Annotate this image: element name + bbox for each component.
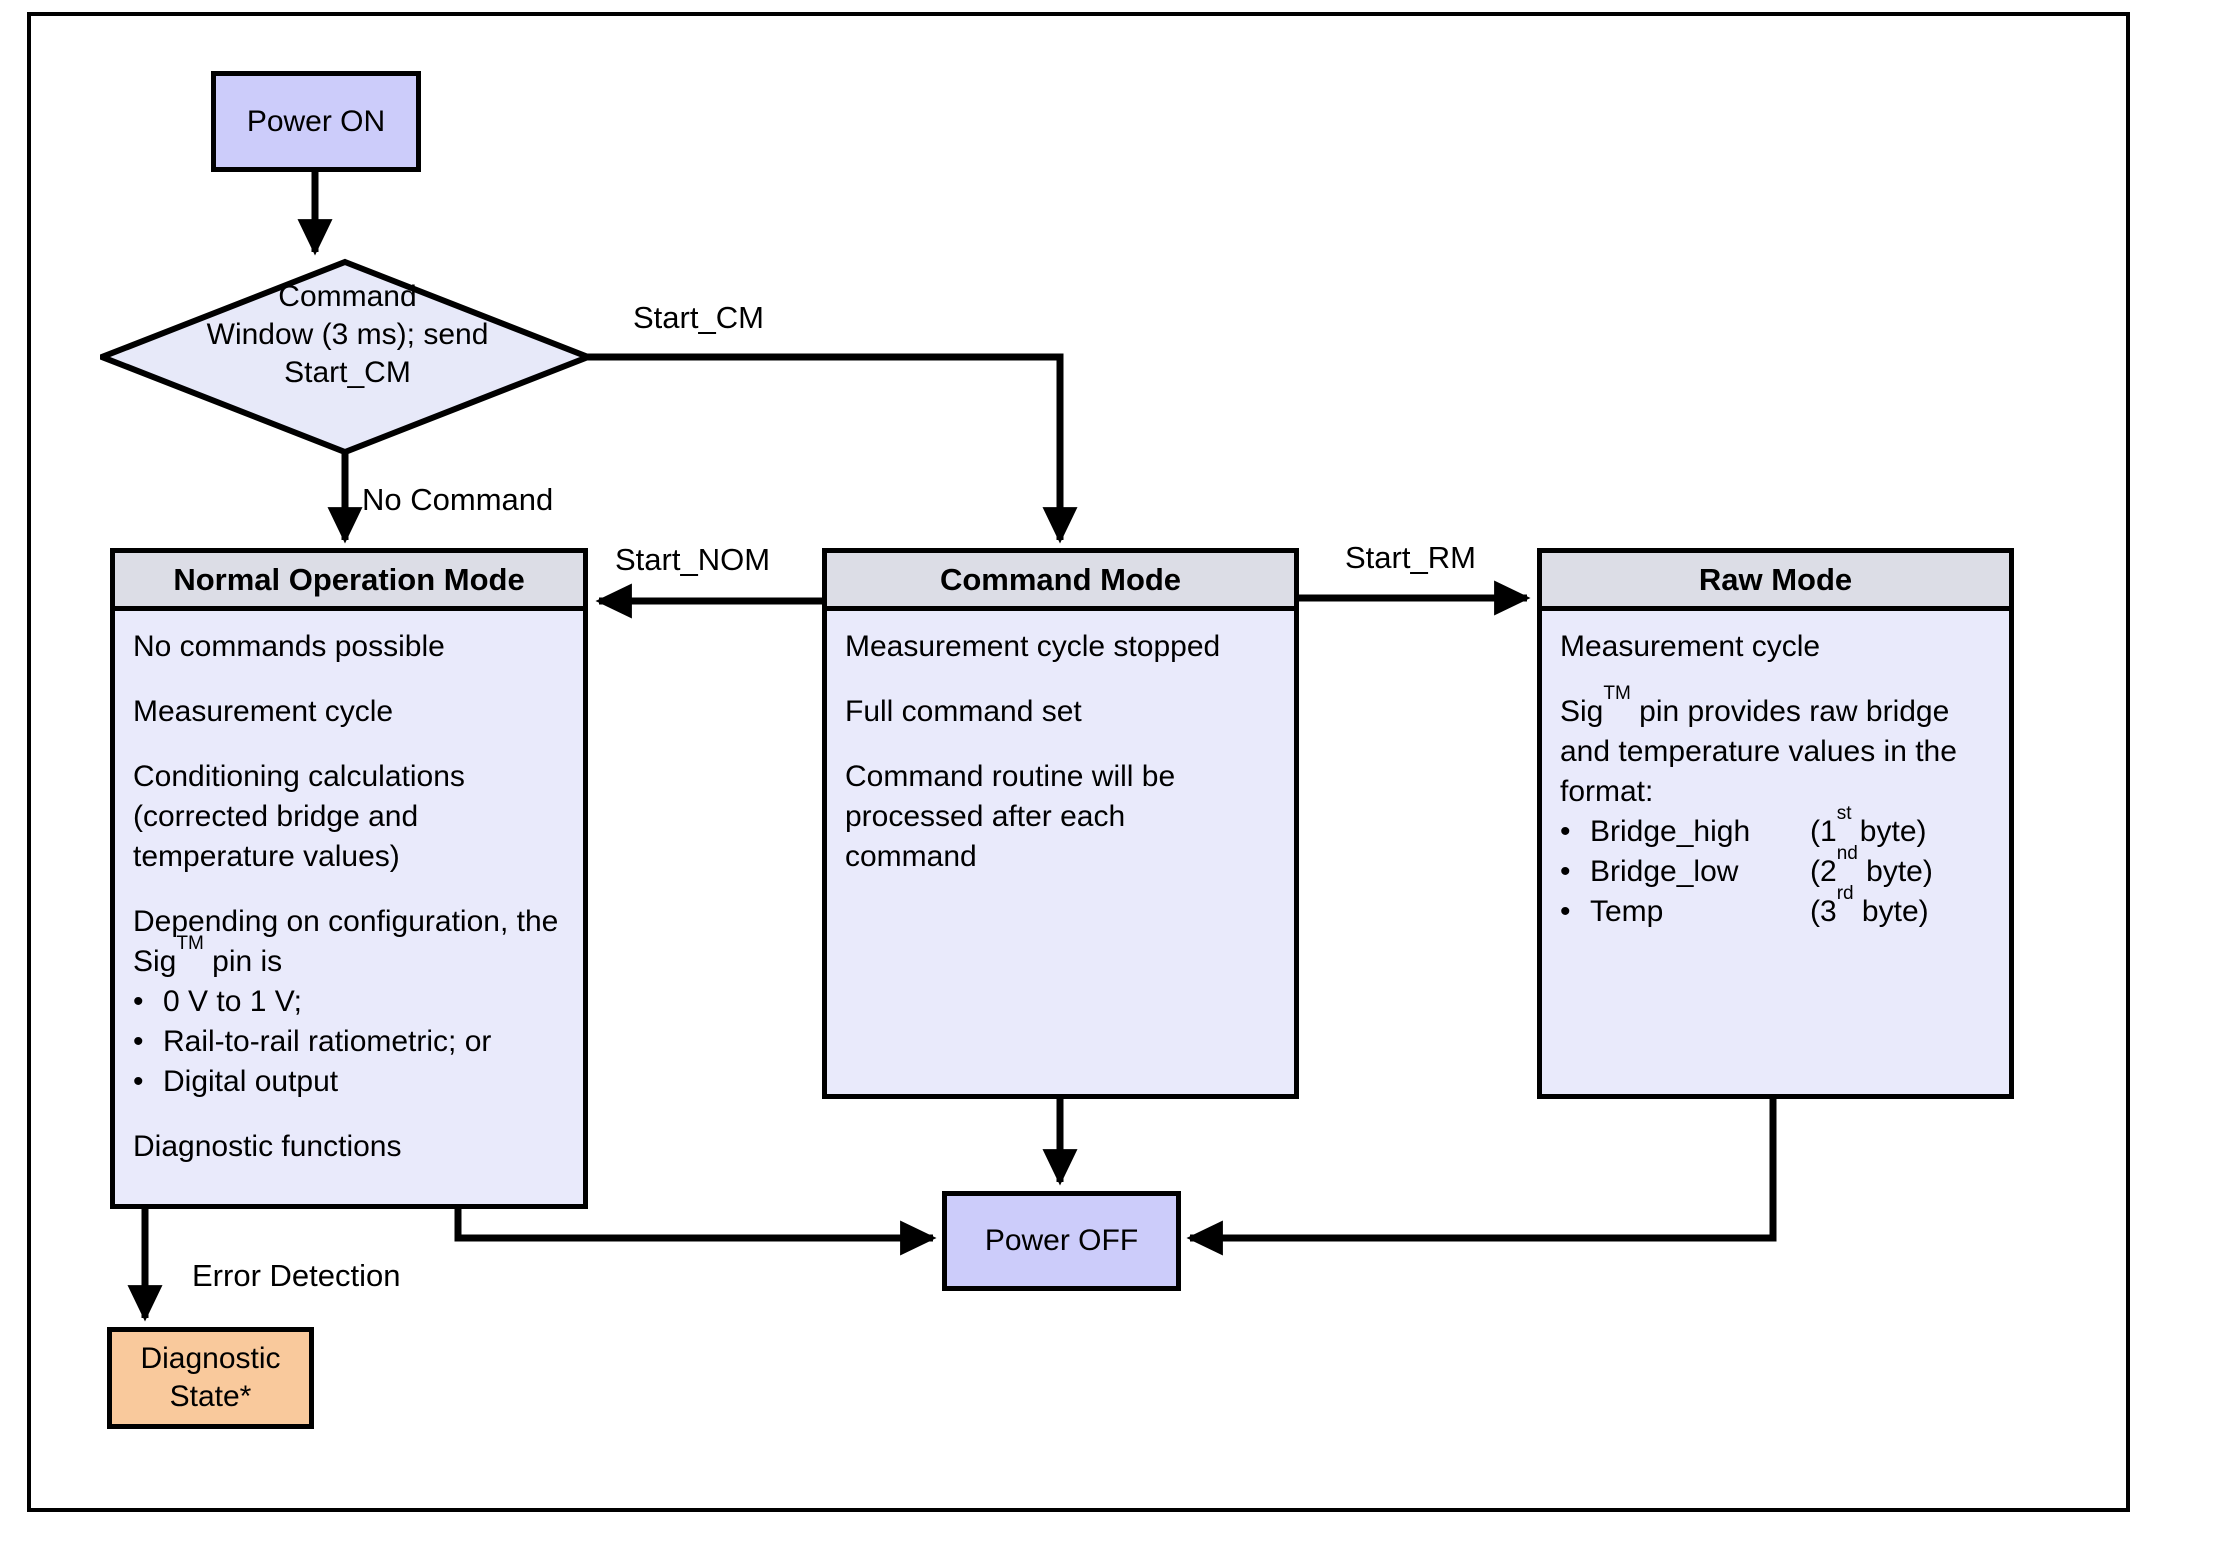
cm-text-command-routine: Command routine will be processed after …	[845, 760, 1176, 873]
cm-text-measurement-stopped: Measurement cycle stopped	[845, 630, 1221, 663]
edge-label-no-command: No Command	[362, 482, 554, 517]
power-on-label: Power ON	[246, 104, 386, 138]
edge-label-error-detection: Error Detection	[192, 1258, 401, 1293]
ordinal-superscript: st	[1836, 803, 1852, 824]
normal-operation-mode-title: Normal Operation Mode	[115, 553, 583, 611]
rm-text-sig-pin: SigTM pin provides raw bridge and temper…	[1560, 683, 1957, 808]
raw-mode-panel: Raw Mode Measurement cycle SigTM pin pro…	[1537, 548, 2014, 1099]
edge-label-start-cm: Start_CM	[633, 300, 764, 335]
ordinal-superscript: rd	[1836, 883, 1854, 904]
nom-text-conditioning: Conditioning calculations (corrected bri…	[133, 760, 465, 873]
command-mode-body: Measurement cycle stopped Full command s…	[827, 611, 1294, 877]
command-mode-panel: Command Mode Measurement cycle stopped F…	[822, 548, 1299, 1099]
raw-mode-body: Measurement cycle SigTM pin provides raw…	[1542, 611, 2009, 932]
nom-text-measurement-cycle: Measurement cycle	[133, 695, 394, 728]
command-window-decision-text: Command Window (3 ms); send Start_CM	[100, 278, 595, 392]
rm-byte-list: • Bridge_high (1st byte) • Bridge_low (2…	[1560, 803, 1993, 932]
cm-text-full-command-set: Full command set	[845, 695, 1082, 728]
diagram-border	[27, 12, 2130, 1512]
trademark-superscript: TM	[176, 933, 204, 954]
power-on-node: Power ON	[211, 71, 421, 172]
nom-bullet-item: • Digital output	[133, 1065, 339, 1098]
command-mode-title: Command Mode	[827, 553, 1294, 611]
arrow-normal-to-power-off	[454, 1205, 937, 1256]
normal-operation-mode-body: No commands possible Measurement cycle C…	[115, 611, 583, 1167]
rm-byte-item: • Bridge_low (2nd byte)	[1560, 843, 1993, 892]
diagnostic-state-label: Diagnostic State*	[140, 1342, 281, 1413]
power-off-label: Power OFF	[984, 1224, 1139, 1257]
rm-byte-annotation: (2nd byte)	[1810, 843, 1933, 888]
raw-mode-title: Raw Mode	[1542, 553, 2009, 611]
nom-text-diagnostic-functions: Diagnostic functions	[133, 1130, 402, 1163]
arrow-raw-to-power-off	[1186, 1097, 1777, 1256]
edge-label-start-rm: Start_RM	[1345, 540, 1476, 575]
diagnostic-state-node: Diagnostic State*	[107, 1327, 314, 1429]
nom-bullet-item: • 0 V to 1 V;	[133, 985, 302, 1018]
rm-byte-item: • Temp (3rd byte)	[1560, 883, 1993, 932]
normal-operation-mode-panel: Normal Operation Mode No commands possib…	[110, 548, 588, 1209]
decision-line: Command	[278, 280, 417, 313]
trademark-superscript: TM	[1603, 683, 1631, 704]
rm-byte-annotation: (1st byte)	[1810, 803, 1927, 848]
decision-line: Start_CM	[284, 356, 411, 389]
ordinal-superscript: nd	[1836, 843, 1858, 864]
rm-text-measurement-cycle: Measurement cycle	[1560, 630, 1821, 663]
edge-label-start-nom: Start_NOM	[615, 542, 771, 577]
rm-byte-item: • Bridge_high (1st byte)	[1560, 803, 1993, 852]
power-off-node: Power OFF	[942, 1191, 1181, 1291]
rm-byte-annotation: (3rd byte)	[1810, 883, 1929, 928]
nom-text-no-commands: No commands possible	[133, 630, 445, 663]
nom-text-depending: Depending on configuration, the SigTM pi…	[133, 905, 559, 978]
arrow-decision-to-command-mode	[583, 353, 1078, 544]
nom-bullet-item: • Rail-to-rail ratiometric; or	[133, 1025, 492, 1058]
command-window-decision	[100, 258, 595, 456]
decision-line: Window (3 ms); send	[206, 318, 489, 351]
nom-bullet-list: • 0 V to 1 V; • Rail-to-rail ratiometric…	[133, 982, 567, 1102]
